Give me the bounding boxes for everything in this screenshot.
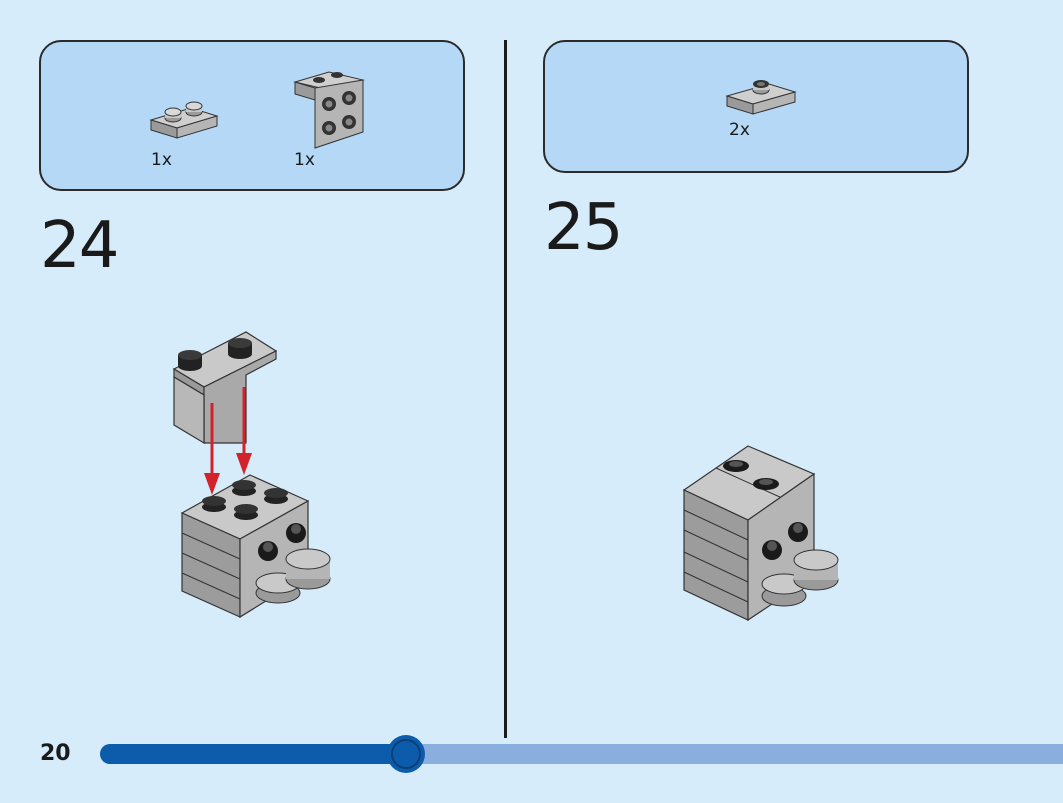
progress-marker-icon: [387, 735, 426, 773]
part-qty: 1x: [151, 150, 172, 170]
page-number: 20: [40, 741, 71, 766]
parts-box-step-24: 1x 1x: [39, 40, 465, 191]
bracket-icon: [293, 71, 365, 149]
step-number: 24: [40, 209, 119, 283]
progress-fill: [100, 744, 407, 764]
jumper-plate-icon: [725, 80, 797, 115]
parts-box-step-25: 2x: [543, 40, 969, 173]
progress-bar: [100, 744, 1063, 764]
step-divider: [504, 40, 507, 738]
seal-model-step-24-icon: [172, 331, 331, 619]
seal-model-step-25-icon: [682, 445, 839, 622]
part-qty: 2x: [729, 120, 750, 140]
step-number: 25: [544, 191, 623, 265]
plate-1x2-icon: [149, 101, 219, 139]
part-qty: 1x: [294, 150, 315, 170]
